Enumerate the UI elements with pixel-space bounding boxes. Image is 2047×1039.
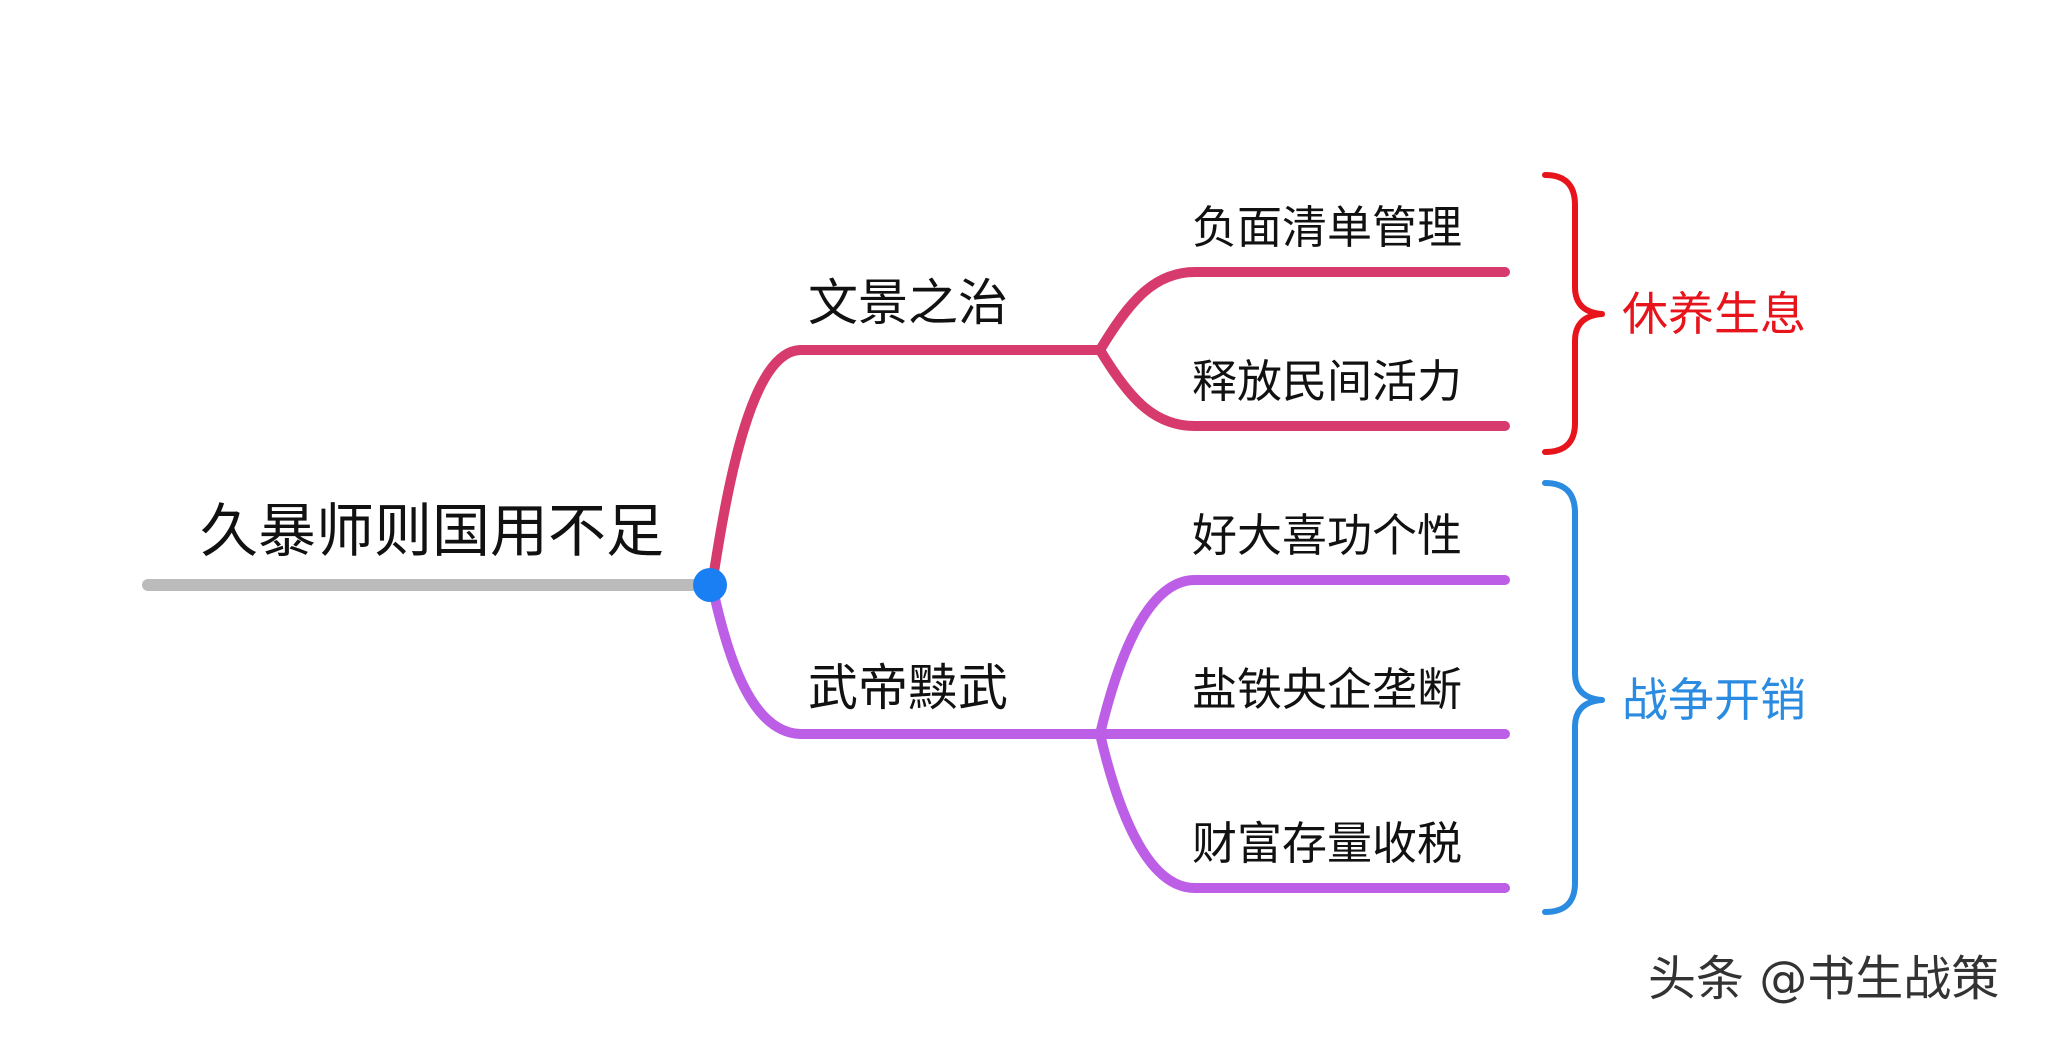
leaf-line-haoda [1095,575,1510,739]
branch-label-wudi: 武帝黩武 [808,659,1008,717]
branch-line-wenjing [707,345,1105,590]
brace-blue [1542,480,1605,915]
leaf-label-shifang: 释放民间活力 [1192,355,1463,408]
leaf-line-fumian [1095,267,1510,355]
branch-line-wudi [707,580,1105,739]
leaf-label-yantie: 盐铁央企垄断 [1192,663,1463,716]
group-label-xiuyang: 休养生息 [1622,287,1806,341]
leaf-label-haoda: 好大喜功个性 [1192,509,1463,562]
leaf-line-shifang [1095,345,1510,431]
root-node-label: 久暴师则国用不足 [200,497,665,565]
leaf-label-caifu: 财富存量收税 [1192,817,1463,870]
leaf-label-fumian: 负面清单管理 [1192,201,1463,254]
group-label-zhanzheng: 战争开销 [1622,673,1806,727]
leaf-line-caifu [1095,729,1510,893]
brace-red [1542,172,1605,455]
root-junction-dot [693,568,727,602]
watermark-text: 头条 @书生战策 [1648,951,2000,1007]
branch-label-wenjing: 文景之治 [808,274,1008,332]
